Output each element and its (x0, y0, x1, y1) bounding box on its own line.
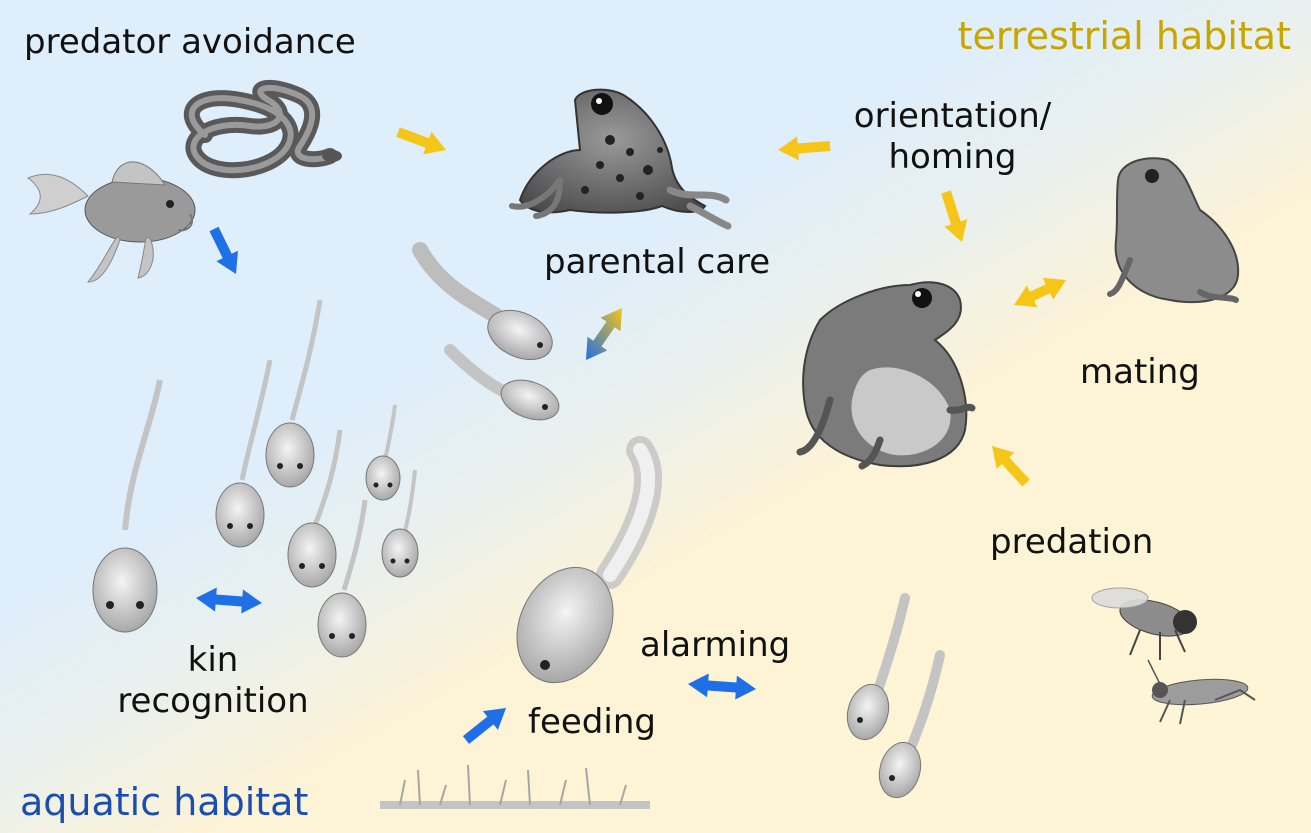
arrow-alarming-double (688, 674, 756, 700)
arrow-homing-to-frog (778, 137, 830, 161)
alarming-label: alarming (640, 625, 790, 666)
arrow-predator-to-care (396, 127, 446, 154)
arrow-homing-to-toad (941, 191, 967, 243)
orientation-homing-line-1: orientation/ (840, 96, 1065, 137)
orientation-homing-label: orientation/ homing (840, 96, 1065, 179)
aquatic-habitat-title: aquatic habitat (20, 780, 308, 824)
arrow-predation-to-toad (992, 446, 1030, 486)
kin-recognition-line-2: recognition (102, 681, 324, 722)
predator-avoidance-label: predator avoidance (24, 22, 356, 63)
kin-recognition-line-1: kin (102, 640, 324, 681)
orientation-homing-line-2: homing (840, 137, 1065, 178)
arrow-mating-double (1014, 278, 1066, 307)
kin-recognition-label: kin recognition (102, 640, 324, 723)
parental-care-label: parental care (544, 242, 770, 283)
terrestrial-habitat-title: terrestrial habitat (958, 14, 1291, 58)
mating-label: mating (1080, 352, 1200, 393)
arrow-kin-double (196, 588, 262, 614)
arrow-predator-to-school (210, 227, 239, 274)
arrow-care-double (586, 308, 622, 360)
predation-label: predation (990, 522, 1153, 563)
feeding-label: feeding (528, 702, 656, 743)
arrow-feeding (463, 708, 506, 744)
